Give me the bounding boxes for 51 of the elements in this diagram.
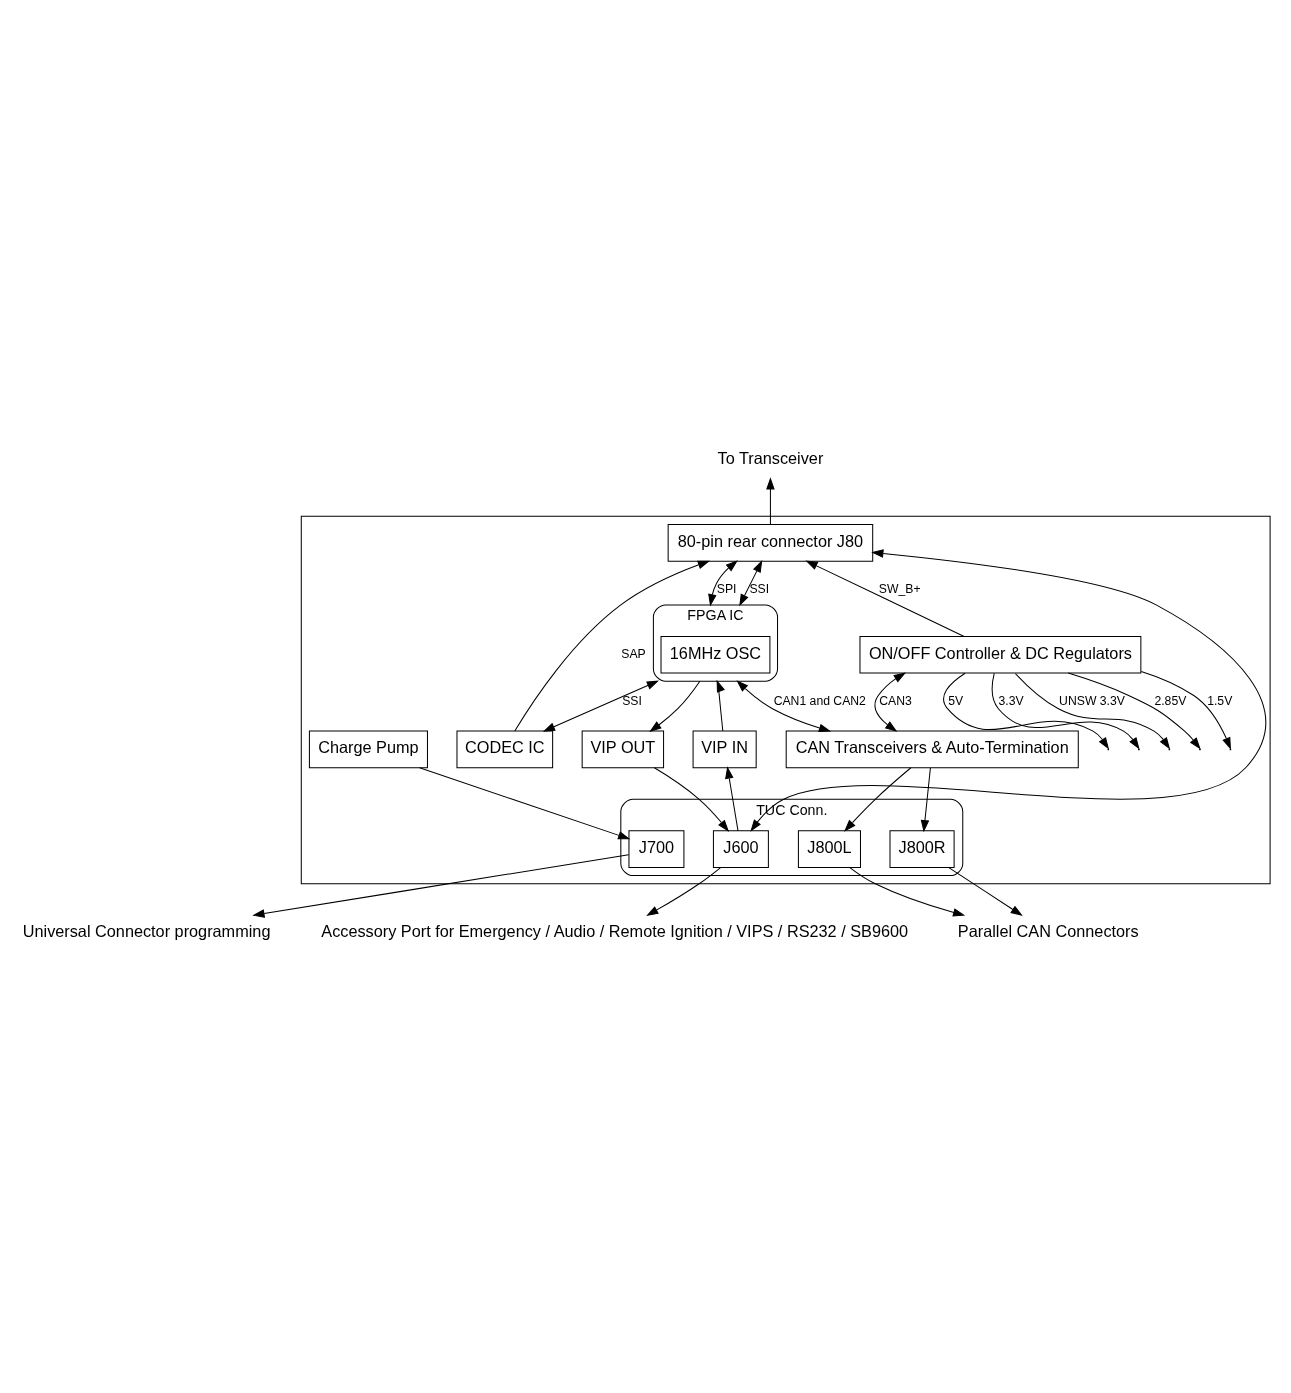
- arrow: [419, 766, 631, 839]
- node-box: J800R: [889, 829, 955, 868]
- node-box: 80-pin rear connector J80: [667, 523, 874, 562]
- edge-label: 2.85V: [1154, 693, 1187, 708]
- edge-label: 3.3V: [998, 693, 1024, 708]
- arrow: [750, 548, 1267, 832]
- arrow: [739, 559, 763, 606]
- edge-label: SPI: [716, 581, 737, 596]
- arrow: [649, 680, 701, 732]
- node-box: ON/OFF Controller & DC Regulators: [859, 635, 1142, 674]
- node-box: 16MHz OSC: [660, 635, 771, 674]
- edge-label: 1.5V: [1207, 693, 1233, 708]
- arrow: [646, 866, 722, 916]
- arrow: [716, 679, 725, 731]
- arrow: [725, 765, 739, 831]
- node-box: J800L: [797, 829, 861, 868]
- arrow: [514, 560, 711, 731]
- cluster: [300, 515, 1271, 884]
- edge-label: SAP: [621, 646, 646, 661]
- arrow: [943, 672, 1110, 750]
- arrow: [252, 853, 630, 918]
- arrow: [874, 671, 906, 732]
- arrow: [948, 866, 1023, 916]
- edge-label: UNSW 3.3V: [1059, 693, 1125, 708]
- node-box: CODEC IC: [456, 730, 554, 768]
- node-text: Accessory Port for Emergency / Audio / Remote Ignition / VIPS / RS232 / SB9600: [321, 921, 909, 940]
- edge-label: SW_B+: [878, 581, 921, 596]
- arrow: [920, 766, 931, 832]
- edge-label: CAN3: [879, 693, 912, 708]
- node-text: Parallel CAN Connectors: [957, 921, 1139, 940]
- node-box: VIP OUT: [581, 730, 665, 768]
- arrow: [542, 680, 659, 732]
- arrow: [708, 559, 738, 606]
- arrow: [844, 766, 912, 832]
- edge-label: SSI: [749, 581, 770, 596]
- edge-label: CAN1 and CAN2: [773, 693, 866, 708]
- arrow: [653, 766, 730, 832]
- node-box: J700: [628, 829, 685, 868]
- arrow: [766, 476, 775, 525]
- node-box: VIP IN: [692, 730, 757, 768]
- edge-label: SSI: [622, 693, 642, 708]
- arrow: [805, 560, 965, 637]
- edge-label: 5V: [948, 693, 964, 708]
- arrow: [736, 679, 832, 732]
- node-box: Charge Pump: [308, 730, 428, 768]
- node-text: To Transceiver: [717, 448, 824, 467]
- arrow: [1140, 670, 1231, 750]
- node-box: J600: [712, 829, 769, 868]
- arrow: [849, 866, 966, 916]
- node-text: Universal Connector programming: [22, 921, 271, 940]
- node-box: CAN Transceivers & Auto-Termination: [785, 730, 1079, 768]
